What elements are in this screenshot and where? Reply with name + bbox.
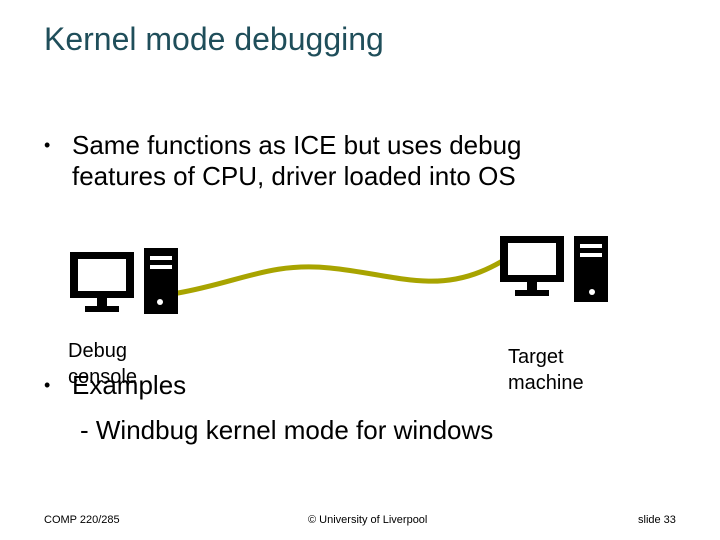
bullet-marker: • [44, 135, 51, 155]
slide-title: Kernel mode debugging [44, 21, 384, 57]
bullet-item: • Examples [44, 370, 344, 404]
sub-bullet-text: - Windbug kernel mode for windows [80, 415, 494, 445]
desktop-computer-icon [500, 236, 608, 302]
bullet-line: features of CPU, driver loaded into OS [72, 161, 516, 192]
bullet-line: Same functions as ICE but uses debug [72, 130, 522, 160]
footer-copyright: © University of Liverpool [308, 514, 428, 526]
desktop-computer-icon [70, 248, 178, 314]
connection-cable [175, 255, 513, 296]
debug-console-label: Debug console [68, 340, 137, 388]
bullet-marker: • [44, 375, 51, 395]
footer-slide-number: slide 33 [638, 514, 676, 526]
target-machine-label: Target machine [508, 346, 584, 394]
footer-course: COMP 220/285 [44, 514, 120, 526]
bullet-item: • Same functions as ICE but uses debug f… [44, 130, 684, 200]
bullet-text: Examples [72, 370, 187, 400]
bullet-text: Same functions as ICE but uses debug fea… [72, 130, 522, 192]
